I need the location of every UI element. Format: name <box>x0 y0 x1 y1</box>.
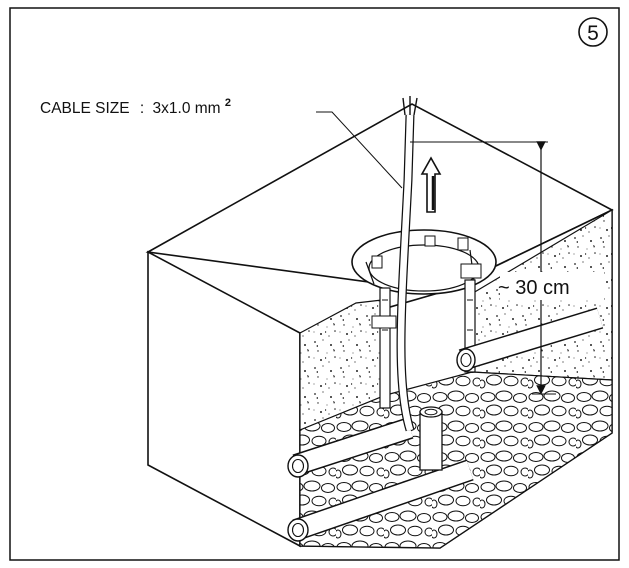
power-cable <box>396 96 418 432</box>
pull-up-arrow-icon <box>420 156 442 213</box>
shaft-opening <box>351 229 497 295</box>
cable-size-separator: : <box>140 100 144 117</box>
depth-dimension <box>410 141 604 395</box>
outer-border <box>9 7 620 561</box>
conduit-pipe-back <box>456 307 604 372</box>
cable-size-label: CABLE SIZE <box>40 100 130 117</box>
conduit-pipe-front-upper <box>287 417 414 478</box>
drain-tee <box>419 406 443 471</box>
lamp-housing-sleeve <box>371 263 482 409</box>
soil-block-left-face <box>147 250 301 548</box>
step-number-badge: 5 <box>578 17 608 47</box>
cable-size-callout: CABLE SIZE : 3x1.0 mm 2 <box>40 97 231 117</box>
cable-size-superscript: 2 <box>225 97 231 109</box>
step-number: 5 <box>587 22 599 45</box>
conduit-pipe-front-lower <box>287 459 474 542</box>
depth-label: ~ 30 cm <box>498 277 570 299</box>
cable-size-value: 3x1.0 mm <box>153 100 221 117</box>
cable-size-leader <box>316 111 403 189</box>
